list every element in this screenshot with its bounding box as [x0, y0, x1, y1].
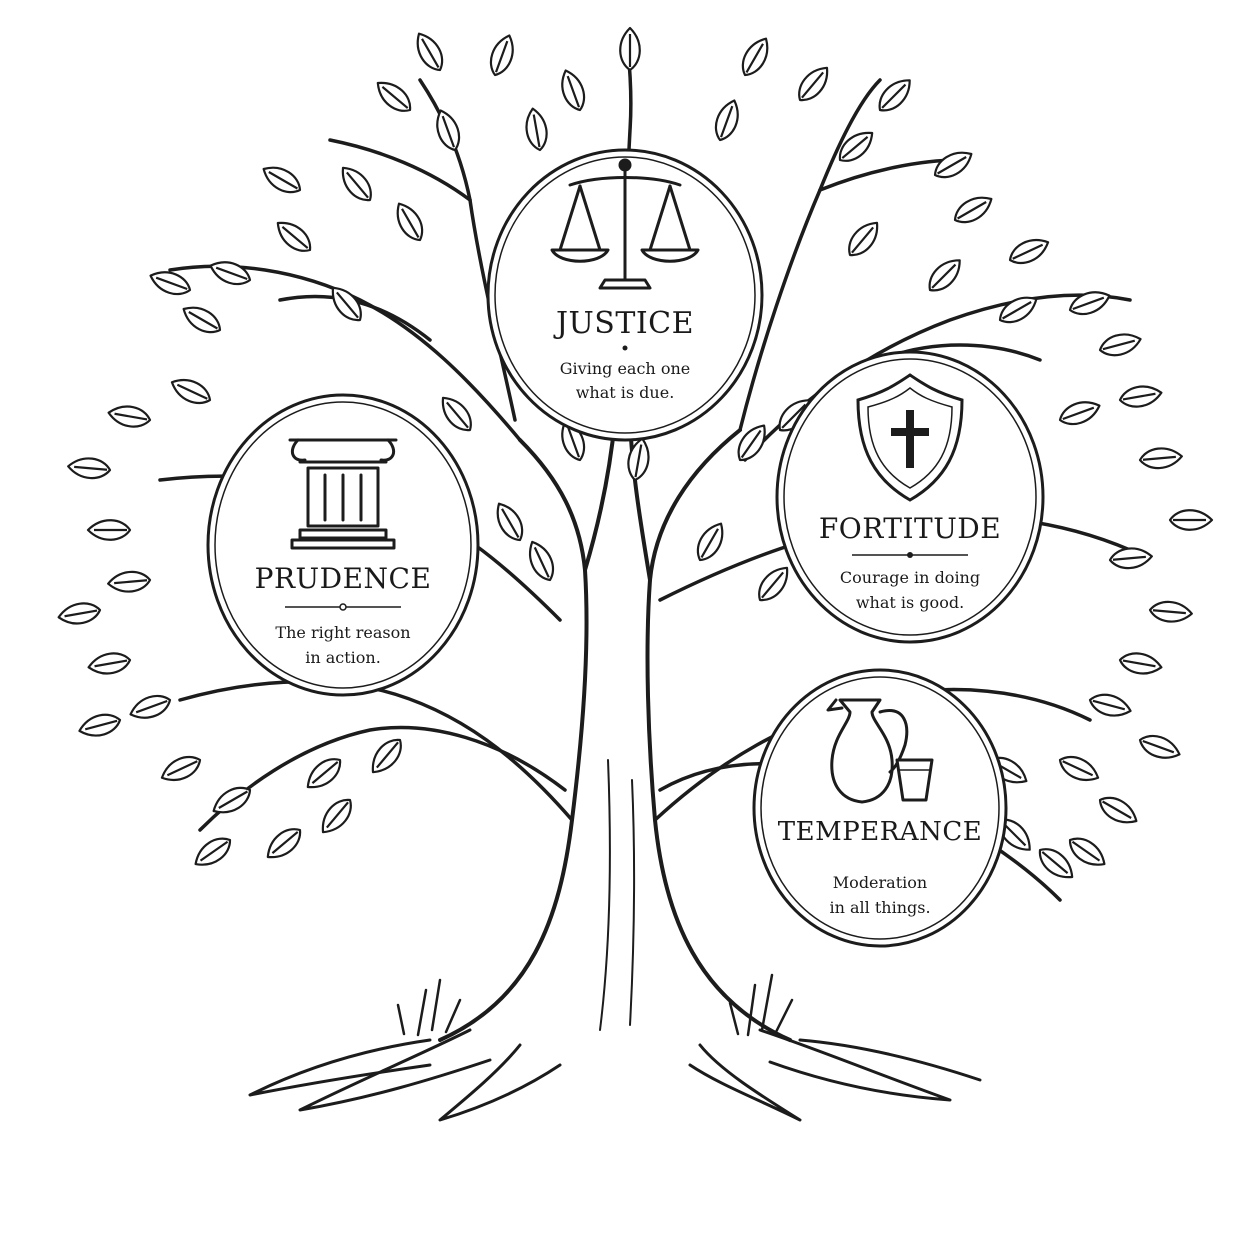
leaf-icon [149, 271, 192, 296]
leaf-icon [86, 519, 132, 541]
leaf-icon [737, 424, 766, 462]
leaf-icon [306, 758, 342, 789]
leaf-icon [878, 79, 911, 112]
pitcher-and-cup-icon [826, 698, 934, 804]
temperance-title: TEMPERANCE [778, 817, 982, 847]
leaf-icon [416, 32, 444, 72]
leaf-icon [627, 437, 650, 482]
leaf-icon [561, 69, 586, 112]
temperance-desc-line-1: Moderation [833, 873, 927, 892]
leaf-icon [396, 202, 424, 242]
leaf-icon [182, 306, 222, 334]
leaf-icon [209, 261, 252, 286]
shield-cross-icon [856, 373, 964, 502]
leaf-icon [1118, 652, 1163, 675]
prudence-node: PRUDENCE The right reason in action. [206, 393, 480, 697]
fortitude-node: FORTITUDE Courage in doing what is good. [775, 350, 1045, 644]
leaf-icon [67, 457, 112, 480]
leaf-icon [619, 26, 641, 72]
leaf-icon [1098, 333, 1142, 357]
scales-icon [550, 158, 700, 290]
leaf-icon [1148, 600, 1193, 623]
leaf-icon [758, 566, 789, 602]
leaf-icon [798, 66, 829, 102]
prudence-desc-line-2: in action. [305, 648, 381, 667]
temperance-desc-line-2: in all things. [829, 898, 930, 917]
leaf-icon [276, 221, 312, 252]
prudence-title: PRUDENCE [255, 562, 432, 595]
leaf-icon [489, 34, 514, 77]
leaf-icon [848, 221, 879, 257]
leaf-icon [376, 81, 412, 112]
leaf-icon [1168, 509, 1214, 531]
leaf-icon [1088, 693, 1132, 717]
leaf-icon [928, 259, 961, 292]
grass-tufts [396, 973, 794, 1037]
leaf-icon [194, 837, 232, 866]
leaf-icon [436, 109, 461, 152]
column-icon [288, 438, 398, 550]
leaf-icon [496, 502, 524, 542]
leaf-icon [1008, 239, 1050, 265]
leaf-icon [696, 522, 724, 562]
fortitude-title: FORTITUDE [819, 512, 1001, 545]
leaf-icon [331, 286, 362, 322]
justice-title: JUSTICE [553, 306, 694, 341]
leaf-icon [107, 570, 152, 593]
leaf-icon [1068, 291, 1111, 316]
justice-desc-line-1: Giving each one [560, 359, 690, 378]
leaf-icon [529, 540, 555, 582]
roots [248, 1028, 982, 1122]
leaf-icon [1058, 755, 1100, 781]
justice-divider-dot [622, 345, 628, 351]
leaf-icon [107, 405, 152, 428]
leaf-icon [212, 786, 252, 814]
leaf-icon [1138, 447, 1183, 470]
leaf-icon [1098, 796, 1138, 824]
leaf-icon [170, 379, 212, 405]
leaf-icon [1118, 385, 1163, 408]
leaf-icon [1108, 547, 1153, 570]
leaf-icon [78, 713, 122, 737]
leaf-icon [441, 396, 472, 432]
fortitude-desc-line-2: what is good. [856, 593, 964, 612]
prudence-desc-line-1: The right reason [275, 623, 410, 642]
fortitude-desc-line-1: Courage in doing [840, 568, 980, 587]
leaf-icon [933, 151, 973, 179]
leaf-icon [87, 652, 132, 675]
leaf-icon [714, 99, 739, 142]
justice-node: JUSTICE Giving each one what is due. [486, 148, 764, 442]
leaf-icon [262, 166, 302, 194]
leaf-icon [57, 602, 102, 625]
leaf-icon [129, 694, 172, 719]
leaf-icon [561, 419, 586, 462]
leaf-icon [1038, 848, 1074, 879]
leaf-icon [1068, 837, 1106, 866]
leaf-icon [838, 131, 874, 162]
leaf-icon [998, 296, 1038, 324]
leaf-icon [321, 798, 352, 834]
leaf-icon [160, 755, 202, 781]
leaf-icon [953, 196, 993, 224]
leaves [57, 26, 1214, 879]
leaf-icon [266, 828, 302, 859]
leaf-icon [525, 107, 548, 152]
justice-desc-line-2: what is due. [576, 383, 675, 402]
leaf-icon [741, 37, 769, 77]
trunk [438, 418, 792, 1042]
temperance-node: TEMPERANCE Moderation in all things. [752, 668, 1008, 948]
leaf-icon [1138, 734, 1181, 759]
leaf-icon [371, 738, 402, 774]
leaf-icon [1058, 401, 1101, 426]
leaf-icon [341, 166, 372, 202]
